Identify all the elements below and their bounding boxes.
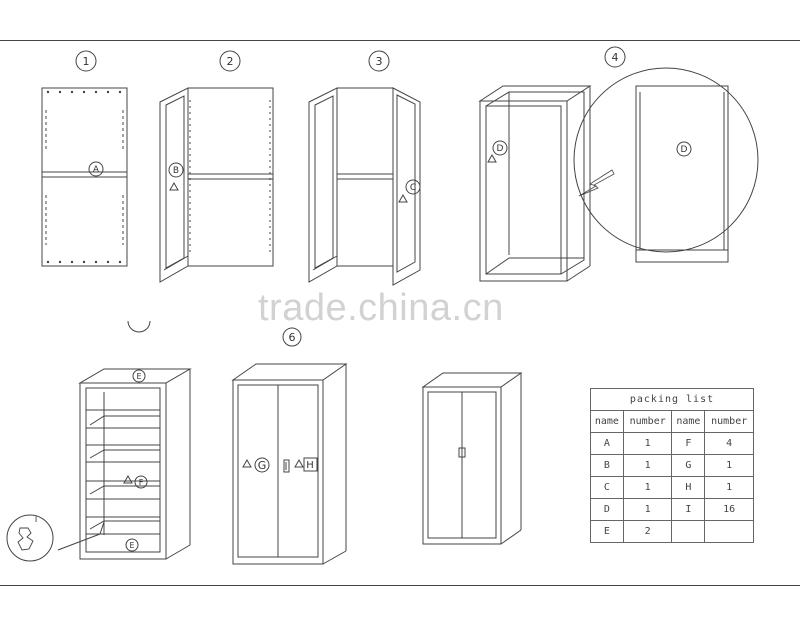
table-cell: D xyxy=(590,498,624,521)
part-e-bottom-label: E xyxy=(129,541,134,550)
part-d-zoom-label: D xyxy=(681,145,688,155)
part-f-label: F xyxy=(139,478,144,487)
step1-back-panel xyxy=(41,87,128,267)
table-cell: 16 xyxy=(704,498,754,521)
header-cell: name xyxy=(671,410,706,433)
table-cell: C xyxy=(590,476,624,499)
table-row: D 1 I 16 xyxy=(590,498,754,521)
table-cell: 2 xyxy=(622,520,673,543)
step2-left-side-assembly xyxy=(159,87,274,283)
step-5-marker xyxy=(127,320,151,333)
table-cell: E xyxy=(590,520,624,543)
step-6-marker xyxy=(282,327,302,347)
step-1-number: 1 xyxy=(83,55,90,68)
part-h-label: H xyxy=(306,460,314,471)
packing-list-table: packing list name number name number A 1… xyxy=(590,388,754,543)
packing-list-title: packing list xyxy=(590,388,754,411)
step-1-marker xyxy=(75,50,97,72)
header-cell: name xyxy=(590,410,624,433)
table-cell: 1 xyxy=(622,498,673,521)
step-3-number: 3 xyxy=(376,55,383,68)
table-cell: 1 xyxy=(704,476,754,499)
table-cell: 1 xyxy=(622,476,673,499)
table-cell: 1 xyxy=(622,432,673,455)
table-cell: 1 xyxy=(704,454,754,477)
part-d-label: D xyxy=(497,144,504,154)
part-i-label: I xyxy=(35,515,37,524)
step5-shelf-assembly xyxy=(6,368,192,562)
part-e-top-label: E xyxy=(136,372,141,381)
step-4-marker xyxy=(604,46,626,68)
sheet-frame xyxy=(0,40,800,586)
table-row: A 1 F 4 xyxy=(590,432,754,455)
step6-door-assembly xyxy=(231,363,348,565)
step-6-number: 6 xyxy=(289,331,296,344)
step3-right-side-assembly xyxy=(308,87,421,286)
step4-top-panel-assembly xyxy=(478,67,759,282)
part-b-label: B xyxy=(173,166,179,176)
table-cell: I xyxy=(671,498,706,521)
table-cell xyxy=(671,520,706,543)
part-a-label: A xyxy=(93,165,100,175)
table-cell: 1 xyxy=(622,454,673,477)
table-row: B 1 G 1 xyxy=(590,454,754,477)
table-cell: A xyxy=(590,432,624,455)
table-cell: H xyxy=(671,476,706,499)
table-row: E 2 xyxy=(590,520,754,543)
table-cell: G xyxy=(671,454,706,477)
table-cell: 4 xyxy=(704,432,754,455)
table-cell: F xyxy=(671,432,706,455)
part-c-label: C xyxy=(410,183,416,193)
watermark: trade.china.cn xyxy=(258,287,504,329)
table-row: C 1 H 1 xyxy=(590,476,754,499)
part-g-label: G xyxy=(258,459,267,472)
step-2-number: 2 xyxy=(227,55,234,68)
header-cell: number xyxy=(622,410,673,433)
table-cell xyxy=(704,520,754,543)
step-3-marker xyxy=(368,50,390,72)
finished-cabinet xyxy=(421,372,523,545)
step-2-marker xyxy=(219,50,241,72)
table-cell: B xyxy=(590,454,624,477)
step-4-number: 4 xyxy=(612,51,619,64)
header-cell: number xyxy=(704,410,754,433)
